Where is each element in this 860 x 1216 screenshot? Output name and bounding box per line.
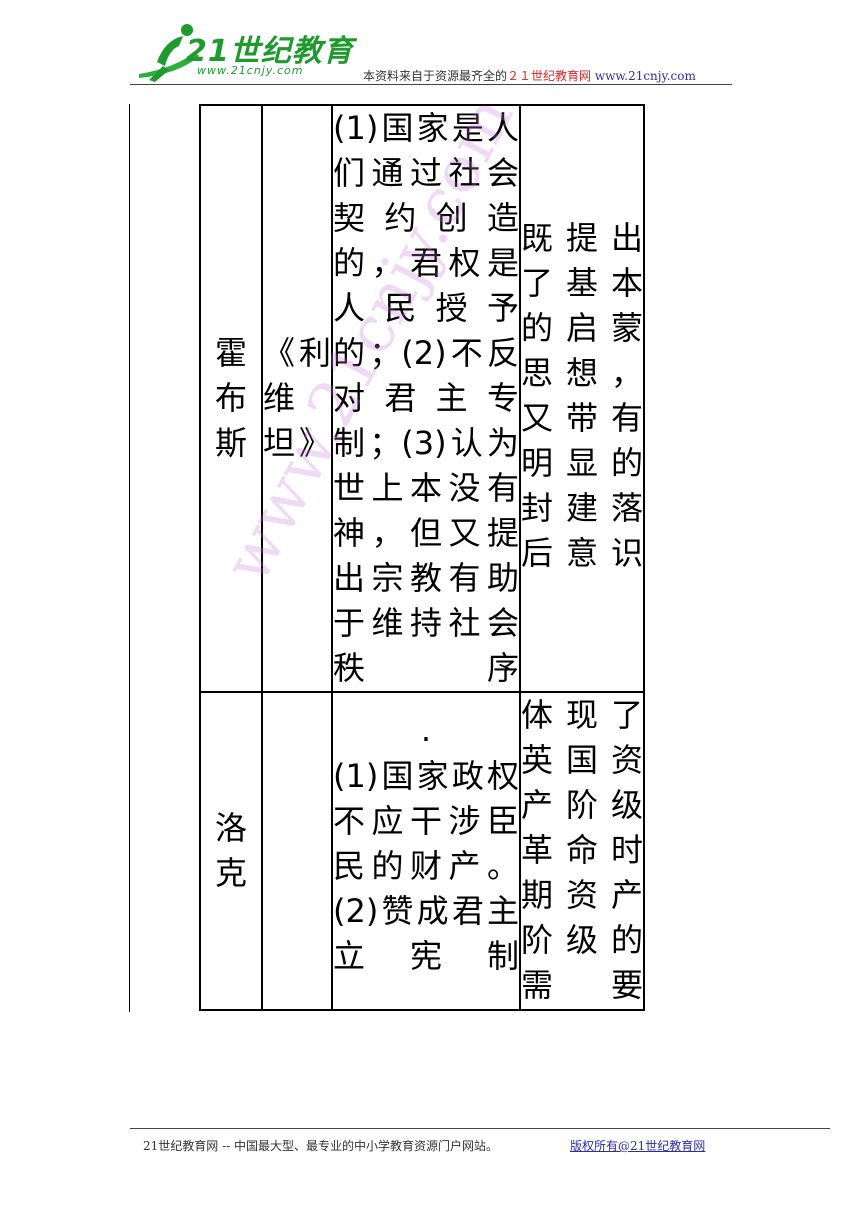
- work-text: 《利维坦》: [263, 334, 331, 462]
- footer-divider: [130, 1128, 830, 1129]
- footer-text: 21世纪教育网 -- 中国最大型、最专业的中小学教育资源门户网站。: [143, 1139, 499, 1153]
- evaluation-text: 体现了英国资产阶级革命时期资产阶级的需要: [521, 696, 643, 1004]
- philosophers-table: 霍布斯 《利维坦》 (1)国家是人们通过社会契约创造的，君权是人民授予的；(2)…: [199, 104, 645, 1011]
- header-note: 本资料来自于资源最齐全的２１世纪教育网 www.21cnjy.com: [363, 67, 696, 84]
- table-row: 洛克 ·(1)国家政权不应干涉臣民的财产。(2)赞成君主立宪制 体现了英国资产阶…: [199, 691, 645, 1011]
- thought-text: (1)国家政权不应干涉臣民的财产。(2)赞成君主立宪制: [333, 756, 519, 975]
- work-cell: [261, 691, 333, 1011]
- header-divider: [130, 84, 732, 85]
- thought-lead: ·: [420, 719, 432, 758]
- evaluation-cell: 体现了英国资产阶级革命时期资产阶级的需要: [519, 691, 645, 1011]
- table-row: 霍布斯 《利维坦》 (1)国家是人们通过社会契约创造的，君权是人民授予的；(2)…: [199, 104, 645, 693]
- footer-copyright-link[interactable]: 版权所有@21世纪教育网: [570, 1139, 706, 1153]
- name-text: 洛克: [214, 809, 247, 892]
- logo-url: www.21cnjy.com: [197, 64, 304, 77]
- work-cell: 《利维坦》: [261, 104, 333, 693]
- header-note-prefix: 本资料来自于资源最齐全的: [363, 69, 508, 83]
- thought-cell: (1)国家是人们通过社会契约创造的，君权是人民授予的；(2)不反对君主专制；(3…: [331, 104, 521, 693]
- logo-text: 21世纪教育: [186, 34, 354, 69]
- name-cell: 洛克: [199, 691, 263, 1011]
- evaluation-text: 既提出了基本的启蒙思想，又带有明显的封建落后意识: [521, 219, 643, 572]
- site-logo-runner-icon: [139, 24, 199, 82]
- header-site-name[interactable]: ２１世纪教育网: [507, 69, 592, 83]
- thought-cell: ·(1)国家政权不应干涉臣民的财产。(2)赞成君主立宪制: [331, 691, 521, 1011]
- evaluation-cell: 既提出了基本的启蒙思想，又带有明显的封建落后意识: [519, 104, 645, 693]
- left-margin-rule: [129, 104, 130, 1012]
- name-cell: 霍布斯: [199, 104, 263, 693]
- name-text: 霍布斯: [214, 334, 247, 462]
- header-site-url[interactable]: www.21cnjy.com: [594, 69, 696, 83]
- thought-text: (1)国家是人们通过社会契约创造的，君权是人民授予的；(2)不反对君主专制；(3…: [333, 109, 519, 687]
